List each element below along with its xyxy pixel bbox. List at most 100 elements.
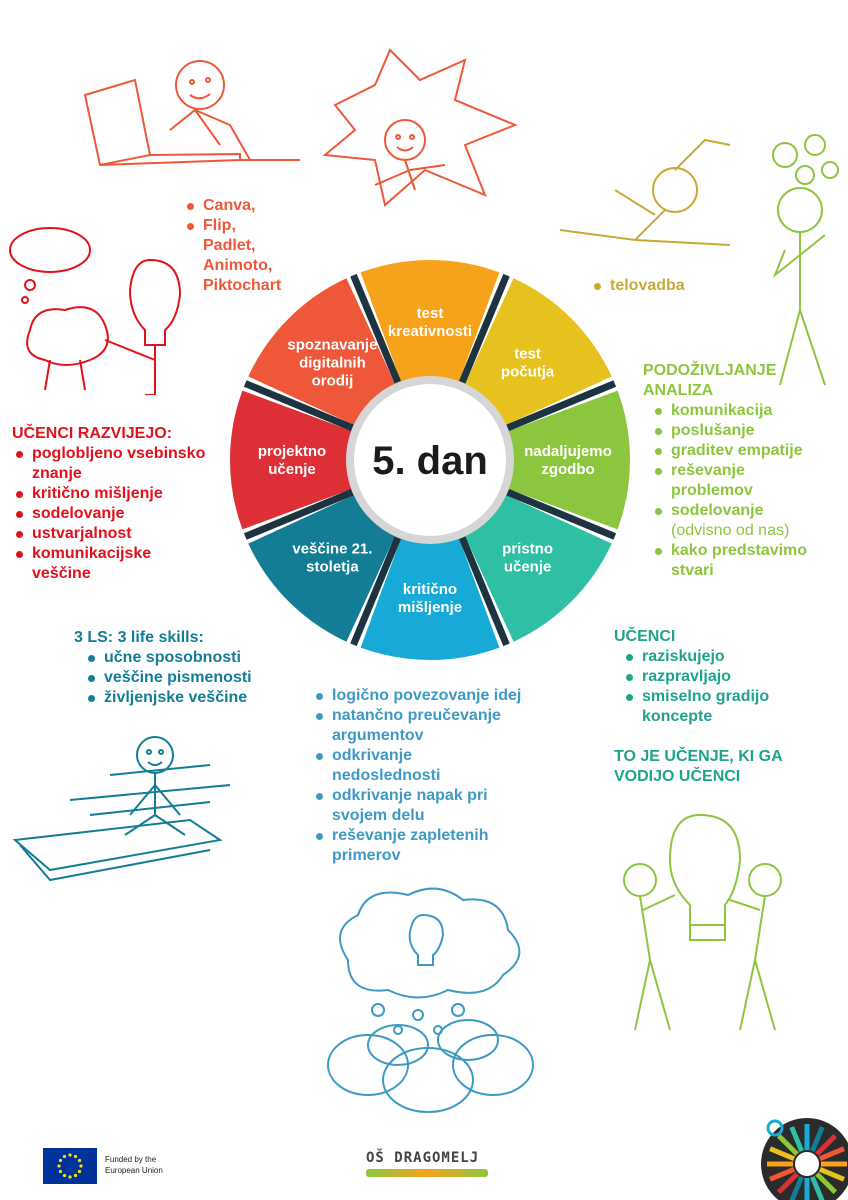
critical-list-item: natančno preučevanje argumentov (312, 706, 532, 746)
students-footer-1: TO JE UČENJE, KI GA (614, 748, 783, 765)
wheel-separator (350, 273, 402, 384)
eu-star (57, 1164, 61, 1168)
eu-star (62, 1154, 67, 1159)
brain-bulb-illustration (9, 227, 182, 395)
develop-list: poglobljeno vsebinsko znanje kritično mi… (12, 444, 212, 584)
starburst-person-illustration (322, 48, 518, 207)
logo-spoke (769, 1146, 796, 1161)
logo-spoke (818, 1167, 845, 1182)
eu-star (68, 1153, 72, 1157)
empathy-list-item: reševanje problemov (651, 461, 811, 501)
students-list-item: raziskujejo (622, 647, 834, 667)
students-list: raziskujejo razpravljajo smiselno gradij… (622, 647, 834, 727)
develop-list-item: komunikacijske veščine (12, 544, 202, 584)
students-footer-2: VODIJO UČENCI (614, 768, 741, 785)
empathy-block: PODOŽIVLJANJE ANALIZA komunikacija poslu… (643, 361, 843, 581)
students-heading: UČENCI (614, 628, 676, 645)
wheel-separator (506, 380, 617, 432)
tools-list-item: Flip, (183, 216, 255, 236)
wheel-segment (248, 494, 396, 642)
wheel-separator (243, 380, 354, 432)
eu-star (73, 1173, 78, 1178)
empathy-list: komunikacija poslušanje graditev empatij… (651, 401, 843, 581)
tools-list: Canva, Flip, (183, 196, 255, 236)
logo-spoke (818, 1146, 845, 1161)
empathy-list-item: sodelovanje(odvisno od nas) (651, 501, 843, 541)
logo-spoke (810, 1126, 825, 1153)
wheel-hub (354, 384, 506, 536)
school-logo: OŠ DRAGOMELJ (366, 1150, 488, 1184)
tools-list-continued: Padlet, Animoto, Piktochart (203, 236, 281, 296)
eu-flag-icon (43, 1148, 97, 1184)
logo-spoke (776, 1172, 799, 1195)
wheel-segment (464, 278, 612, 426)
eu-star (77, 1169, 82, 1174)
students-list-item: smiselno gradijo koncepte (622, 687, 802, 727)
lifeskills-block: 3 LS: 3 life skills: učne sposobnosti ve… (74, 628, 294, 708)
develop-heading: UČENCI RAZVIJEJO: (12, 425, 173, 442)
logo-spoke (769, 1167, 796, 1182)
develop-list-item: poglobljeno vsebinsko znanje (12, 444, 212, 484)
develop-list-item: sodelovanje (12, 504, 212, 524)
logo-spoke (789, 1175, 804, 1200)
develop-list-item: ustvarjalnost (12, 524, 212, 544)
laptop-person-illustration (83, 60, 300, 167)
wheel-separator (458, 536, 510, 647)
wheel-segment-label: veščine 21.stoletja (292, 541, 372, 576)
eu-star (79, 1164, 83, 1168)
lifeskills-list-item: učne sposobnosti (84, 648, 294, 668)
brain-cloud-illustration (327, 887, 534, 1113)
lifeskills-list-item: življenjske veščine (84, 688, 294, 708)
wheel-segment (248, 278, 396, 426)
wheel-separator (458, 273, 510, 384)
wheel-separator (506, 488, 617, 540)
people-bulb-illustration (623, 813, 782, 1031)
eu-star (58, 1169, 63, 1174)
lifeskills-heading: 3 LS: 3 life skills: (74, 629, 204, 646)
critical-list-item: logično povezovanje idej (312, 686, 557, 706)
students-list-item: razpravljajo (622, 667, 834, 687)
exercise-list: telovadba (590, 276, 685, 296)
develop-block: UČENCI RAZVIJEJO: poglobljeno vsebinsko … (12, 424, 212, 584)
empathy-list-item: graditev empatije (651, 441, 843, 461)
project-logo-wheel (761, 1118, 848, 1200)
wheel-segment (464, 494, 612, 642)
wheel-center-label: 5. dan (372, 439, 488, 483)
flying-carpet-illustration (12, 736, 231, 882)
logo-spoke (776, 1133, 799, 1156)
empathy-note: (odvisno od nas) (671, 522, 790, 539)
wheel-segment (360, 260, 500, 384)
thinking-person-illustration (772, 134, 839, 386)
logo-spoke (815, 1133, 838, 1156)
exercise-list-item: telovadba (590, 276, 685, 296)
empathy-heading-1: PODOŽIVLJANJE (643, 362, 777, 379)
develop-list-item: kritično mišljenje (12, 484, 212, 504)
wheel-segment (360, 536, 500, 660)
eu-funding-text: Funded by the European Union (105, 1155, 163, 1175)
empathy-list-item: komunikacija (651, 401, 843, 421)
eu-star (58, 1158, 63, 1163)
critical-thinking-list: logično povezovanje idej natančno preuče… (312, 686, 557, 866)
empathy-heading-2: ANALIZA (643, 382, 714, 399)
lifeskills-list-item: veščine pismenosti (84, 668, 294, 688)
stretching-person-illustration (559, 138, 731, 246)
critical-list-item: odkrivanje nedoslednosti (312, 746, 462, 786)
tools-list-item: Piktochart (203, 277, 282, 294)
wheel-separator (350, 536, 402, 647)
eu-star (68, 1175, 72, 1179)
empathy-list-item: kako predstavimo stvari (651, 541, 841, 581)
students-block: UČENCI raziskujejo razpravljajo smiselno… (614, 627, 834, 787)
eu-star (73, 1154, 78, 1159)
critical-list-item: odkrivanje napak pri svojem delu (312, 786, 547, 826)
lifeskills-list: učne sposobnosti veščine pismenosti živl… (84, 648, 294, 708)
tools-list-item: Animoto, (203, 257, 273, 274)
critical-list-item: reševanje zapletenih primerov (312, 826, 547, 866)
